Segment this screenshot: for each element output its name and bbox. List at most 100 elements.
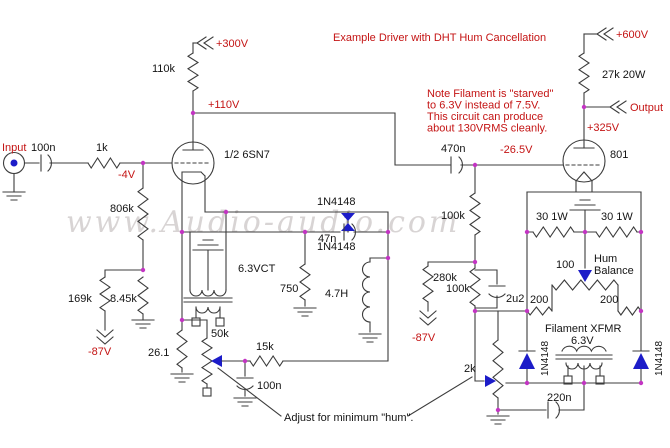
label-r30-left: 30 1W bbox=[536, 211, 568, 223]
label-xfmr-fil: Filament XFMR bbox=[545, 323, 621, 335]
label-r1k: 1k bbox=[96, 142, 108, 154]
input-label: Input bbox=[2, 142, 26, 154]
note-line-1: Note Filament is "starved" bbox=[427, 88, 554, 100]
supply-connector-icon bbox=[196, 36, 214, 50]
pot-100-hum-balance bbox=[551, 279, 619, 291]
resistor-110k bbox=[186, 52, 200, 92]
bias-network: 806k 169k -87V 8.45k bbox=[68, 162, 155, 358]
label-r100k-lower: 100k bbox=[446, 283, 470, 295]
label-c-in: 100n bbox=[31, 142, 55, 154]
ground-symbol bbox=[358, 333, 382, 343]
label-d-top: 1N4148 bbox=[317, 196, 356, 208]
note-line-4: about 130VRMS cleanly. bbox=[427, 123, 547, 135]
driver-stage: +300V 110k +110V 1/2 6SN7 bbox=[152, 36, 451, 185]
label-p110: +110V bbox=[208, 99, 240, 111]
resistor-100k-upper bbox=[469, 192, 481, 236]
label-r200-left: 200 bbox=[530, 294, 548, 306]
ground-symbol bbox=[2, 191, 26, 201]
label-r26-1: 26.1 bbox=[148, 347, 169, 359]
label-tube-driver: 1/2 6SN7 bbox=[224, 149, 270, 161]
label-c470n: 470n bbox=[441, 143, 465, 155]
label-xfmr-fil-v: 6.3V bbox=[571, 335, 594, 347]
note-line-2: to 6.3V instead of 7.5V. bbox=[427, 100, 540, 112]
resistor-30-left bbox=[532, 226, 575, 238]
pot-2k-wiper-icon bbox=[485, 375, 496, 387]
pot-2k bbox=[492, 339, 504, 399]
resistor-280k bbox=[422, 265, 434, 303]
terminal-square bbox=[202, 387, 212, 397]
resistor-26-1 bbox=[176, 329, 188, 369]
filament-801 bbox=[575, 171, 593, 182]
label-p300: +300V bbox=[216, 38, 249, 50]
watermark-text: www.Audio-audio.com bbox=[66, 205, 460, 240]
neg87v-arrow-icon bbox=[419, 310, 437, 326]
label-r100: 100 bbox=[556, 259, 574, 271]
label-d-fil-right: 1N4148 bbox=[654, 341, 665, 376]
schematic-title: Example Driver with DHT Hum Cancellation bbox=[333, 32, 546, 44]
diode-1n4148-top-icon bbox=[341, 213, 355, 221]
cap-2u2 bbox=[474, 269, 506, 309]
input-section: Input 100n 1k -4V bbox=[2, 142, 173, 201]
label-r169k: 169k bbox=[68, 293, 92, 305]
label-r110k: 110k bbox=[152, 63, 176, 75]
label-r2k: 2k bbox=[464, 363, 476, 375]
heater-hum-network: 1N4148 1N4148 47n 6.3VCT 750 bbox=[181, 171, 389, 362]
callout-lines bbox=[217, 367, 473, 417]
neg87v-arrow-icon bbox=[96, 329, 114, 345]
label-n26-5: -26.5V bbox=[500, 144, 533, 156]
tube-801 bbox=[562, 139, 606, 183]
ground-symbol bbox=[233, 397, 257, 407]
note-line-3: This circuit can produce bbox=[427, 111, 543, 123]
output-stage: +600V 27k 20W Output +325V 801 bbox=[562, 27, 663, 193]
transformer-filament: 6.3V bbox=[555, 335, 613, 385]
label-r100k-upper: 100k bbox=[441, 210, 465, 222]
terminal-square bbox=[563, 375, 573, 385]
resistor-27k bbox=[578, 52, 590, 94]
resistor-200-right bbox=[617, 306, 642, 316]
resistor-100k-lower bbox=[469, 267, 481, 307]
supply-connector-icon bbox=[596, 27, 614, 41]
resistor-750 bbox=[299, 263, 311, 301]
resistor-8-45k bbox=[137, 276, 149, 315]
resistor-1k bbox=[87, 156, 121, 170]
cap-220n bbox=[547, 401, 560, 419]
transformer-6-3vct bbox=[183, 211, 233, 327]
diode-1n4148-right-icon bbox=[633, 353, 649, 369]
center-tap-bars-icon bbox=[192, 239, 224, 251]
label-neg87v-mid: -87V bbox=[412, 332, 436, 344]
label-output: Output bbox=[630, 102, 663, 114]
label-xfmr-driver: 6.3VCT bbox=[238, 263, 276, 275]
label-l4-7h: 4.7H bbox=[325, 288, 348, 300]
label-r806k: 806k bbox=[110, 203, 134, 215]
terminal-square bbox=[191, 317, 201, 327]
resistor-169k bbox=[99, 276, 111, 312]
center-tap-bars-icon bbox=[569, 199, 601, 211]
label-r200-right: 200 bbox=[600, 294, 618, 306]
hum-balance-wiper-icon bbox=[578, 270, 592, 282]
ground-symbol bbox=[131, 319, 155, 329]
label-r15k: 15k bbox=[256, 341, 274, 353]
cathode-network: 26.1 50k 15k 100n bbox=[148, 319, 284, 407]
label-p600: +600V bbox=[616, 29, 649, 41]
filament-balance-network: 30 1W 30 1W 100 Hum Balance 200 200 Fila… bbox=[464, 191, 665, 425]
label-c220n: 220n bbox=[547, 392, 571, 404]
resistor-200-left bbox=[526, 306, 553, 316]
junction-dots bbox=[140, 104, 644, 413]
terminal-square bbox=[595, 375, 605, 385]
terminal-square bbox=[215, 317, 225, 327]
label-p325: +325V bbox=[587, 122, 620, 134]
diode-1n4148-left-icon bbox=[519, 353, 535, 369]
label-tube-power: 801 bbox=[610, 149, 628, 161]
coupling-network: 470n -26.5V 100k 280k -87V 100k 2u2 bbox=[412, 143, 564, 382]
label-r280k: 280k bbox=[433, 272, 457, 284]
ground-symbol bbox=[486, 415, 510, 425]
ground-symbol bbox=[293, 307, 317, 317]
cap-100n-gnd bbox=[236, 377, 254, 390]
label-c47n: 47n bbox=[318, 233, 336, 245]
label-r8-45k: 8.45k bbox=[110, 293, 137, 305]
label-d-bot: 1N4148 bbox=[317, 241, 356, 253]
label-r750: 750 bbox=[280, 283, 298, 295]
label-r27k: 27k 20W bbox=[602, 69, 646, 81]
resistor-15k bbox=[249, 355, 284, 367]
